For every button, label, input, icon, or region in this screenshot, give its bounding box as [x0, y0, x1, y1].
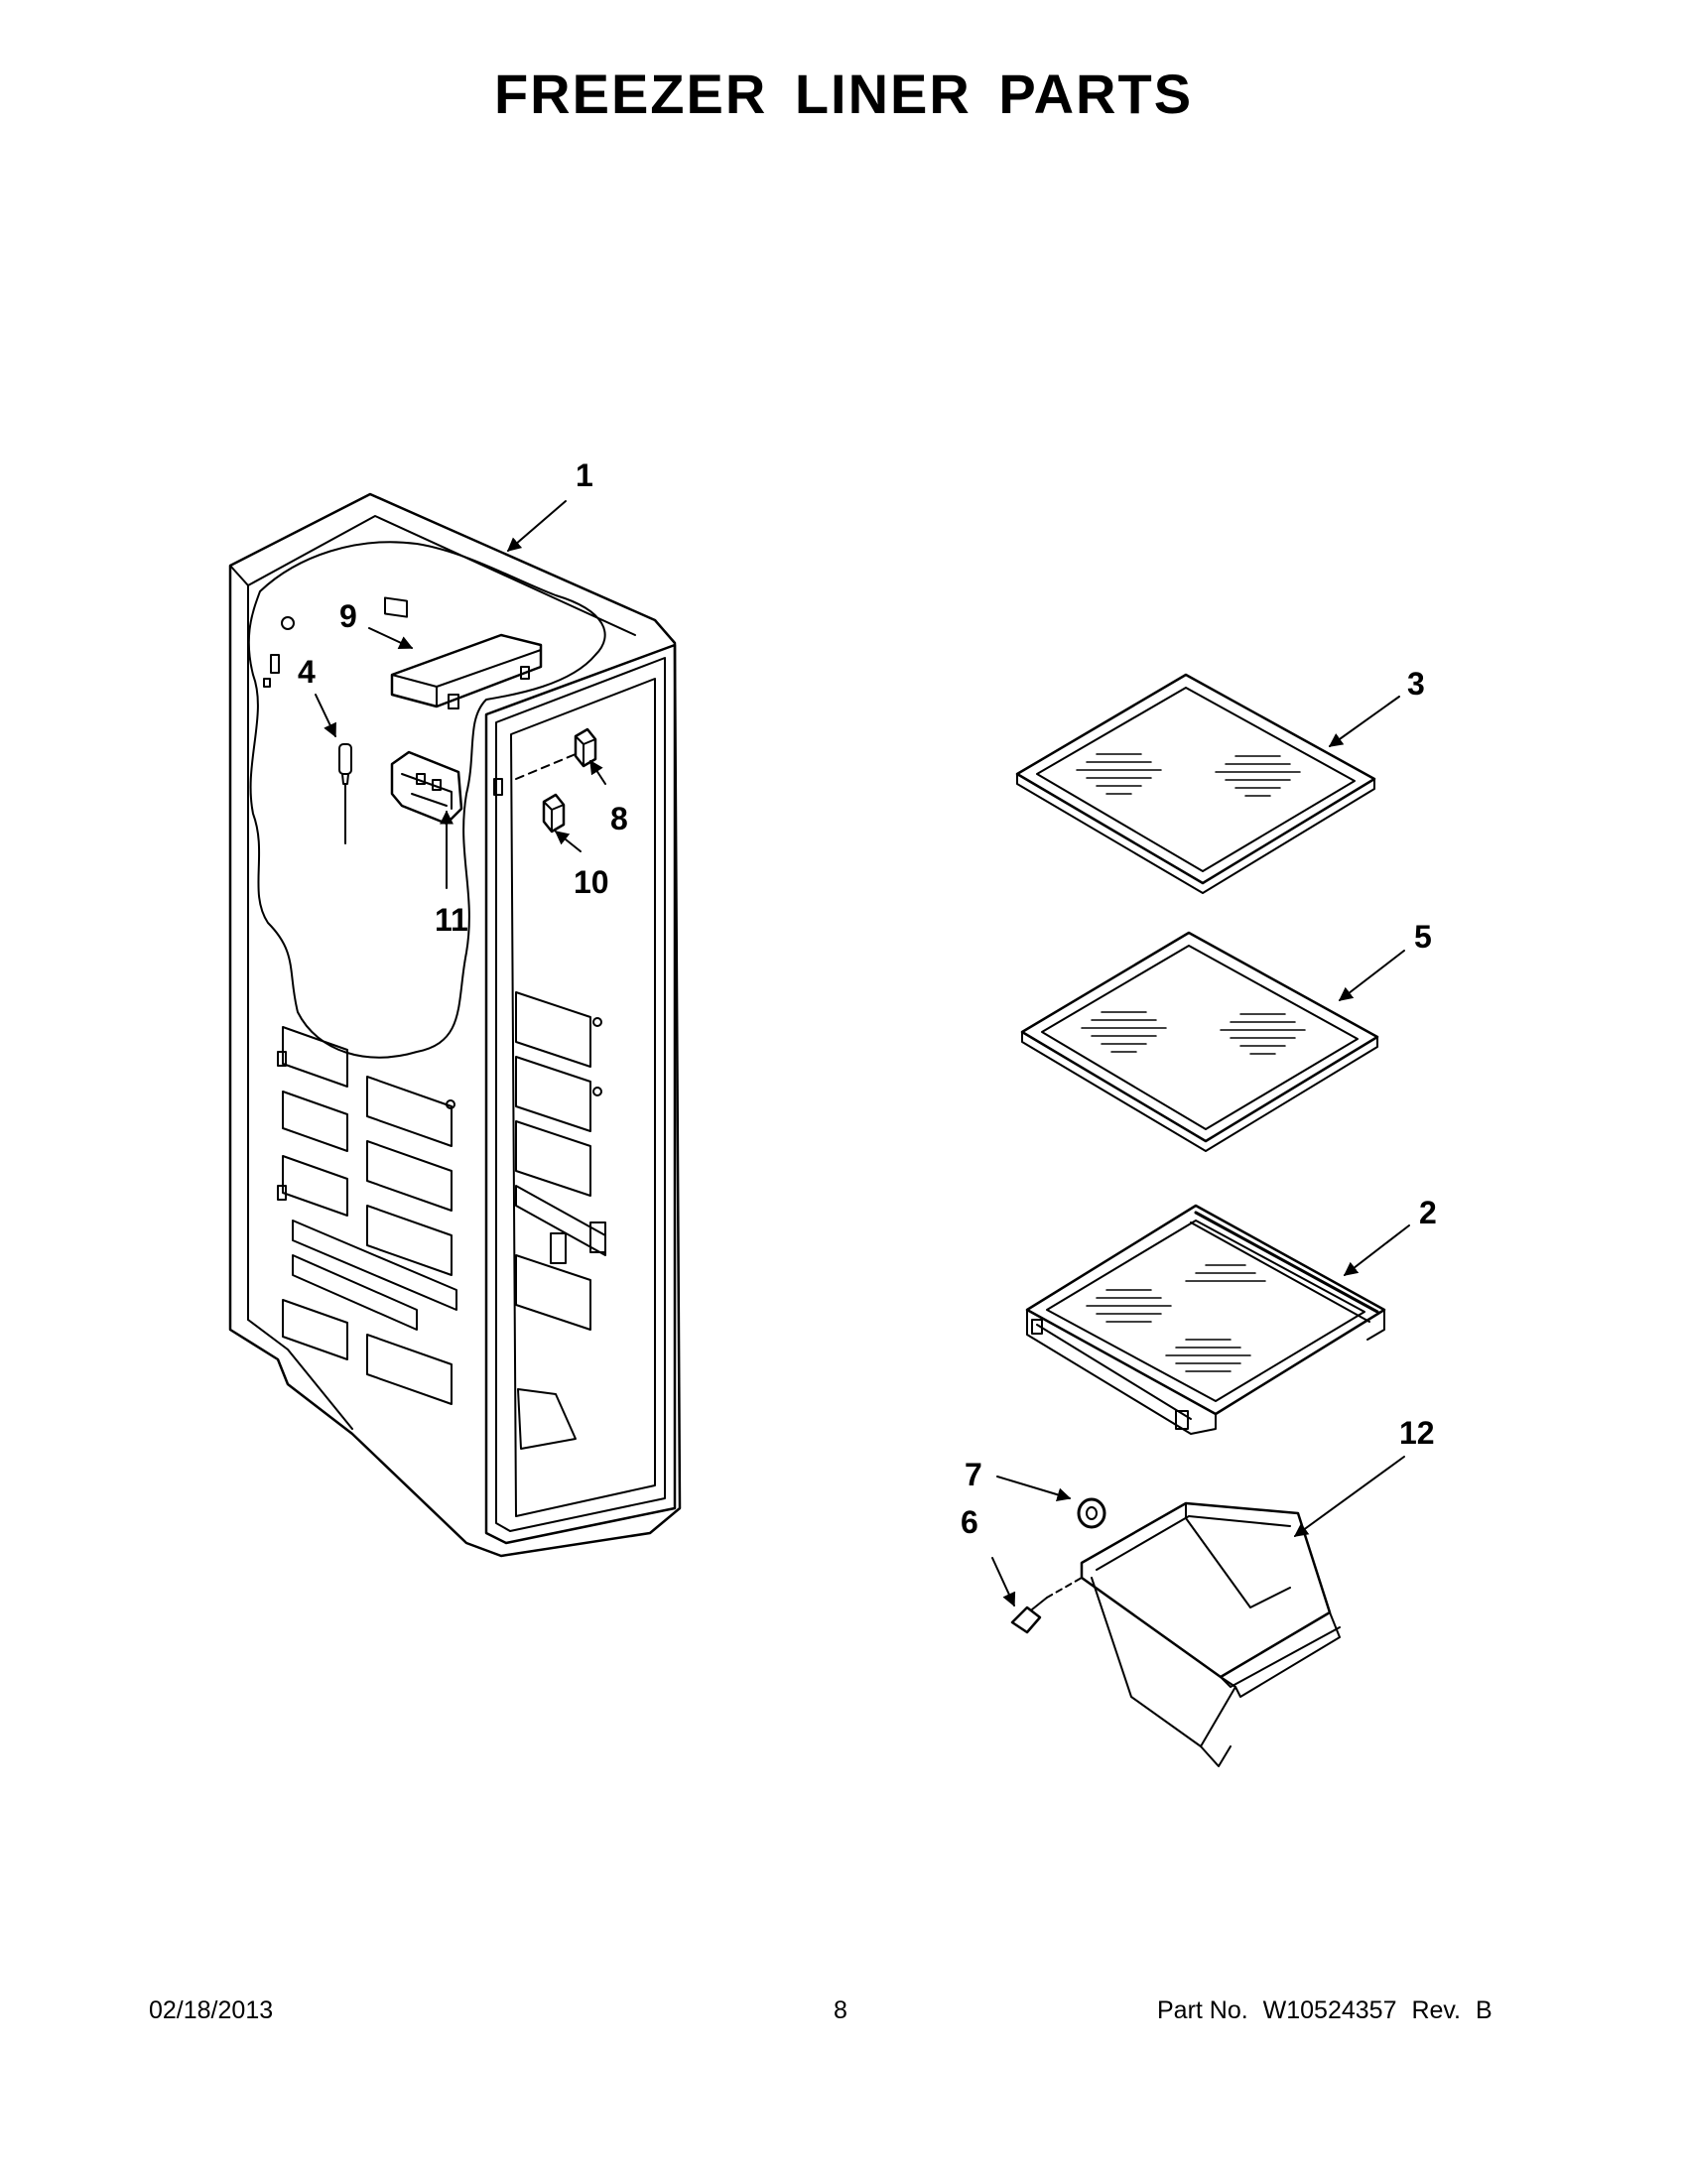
leader-lines [315, 500, 1410, 1607]
part-7-roller-illustration [1077, 1497, 1106, 1529]
part-4-thermistor-illustration [338, 743, 352, 844]
callout-1: 1 [576, 457, 593, 493]
liner-outline [228, 492, 682, 1558]
liner-right-slots [515, 991, 606, 1331]
callout-6: 6 [961, 1504, 978, 1540]
footer-date: 02/18/2013 [149, 1996, 274, 2024]
liner-left-slots [277, 1026, 457, 1405]
liner-front-face [484, 643, 677, 1545]
footer-part-number: Part No. W10524357 Rev. B [1157, 1996, 1500, 2025]
page-title: FREEZER LINER PARTS [493, 63, 1194, 125]
part-8-clip-illustration [574, 727, 597, 768]
part-11-socket-housing-illustration [390, 750, 463, 826]
callout-3: 3 [1407, 666, 1425, 702]
callout-5: 5 [1414, 919, 1432, 955]
revision-label: Rev. [1411, 1996, 1461, 2024]
footer-page-number: 8 [834, 1996, 847, 2024]
callout-8: 8 [610, 801, 628, 836]
part-number-label: Part No. [1157, 1996, 1248, 2024]
part-10-clip-illustration [542, 793, 566, 834]
freezer-liner-illustration [228, 492, 682, 1558]
callout-12: 12 [1399, 1415, 1435, 1451]
part-5-shelf-illustration [1020, 931, 1379, 1152]
revision-value: B [1475, 1996, 1492, 2024]
callout-10: 10 [574, 864, 609, 900]
shelf-3-pattern [1076, 753, 1301, 797]
part-number-value: W10524357 [1262, 1996, 1397, 2024]
callout-7: 7 [965, 1457, 982, 1492]
part-12-freezer-bin-illustration [1080, 1501, 1341, 1767]
shelf-2-pattern [1086, 1264, 1266, 1372]
callout-11: 11 [435, 902, 468, 938]
part-2-framed-shelf-illustration [1025, 1204, 1386, 1435]
callout-2: 2 [1419, 1195, 1437, 1230]
part-6-pin-illustration [1010, 1597, 1048, 1634]
part-9-light-housing-illustration [390, 633, 543, 709]
callout-9: 9 [339, 598, 357, 634]
shelf-5-pattern [1081, 1011, 1306, 1055]
part-3-shelf-illustration [1015, 673, 1376, 894]
callout-4: 4 [298, 654, 316, 690]
liner-insulation-outline [247, 541, 606, 1059]
